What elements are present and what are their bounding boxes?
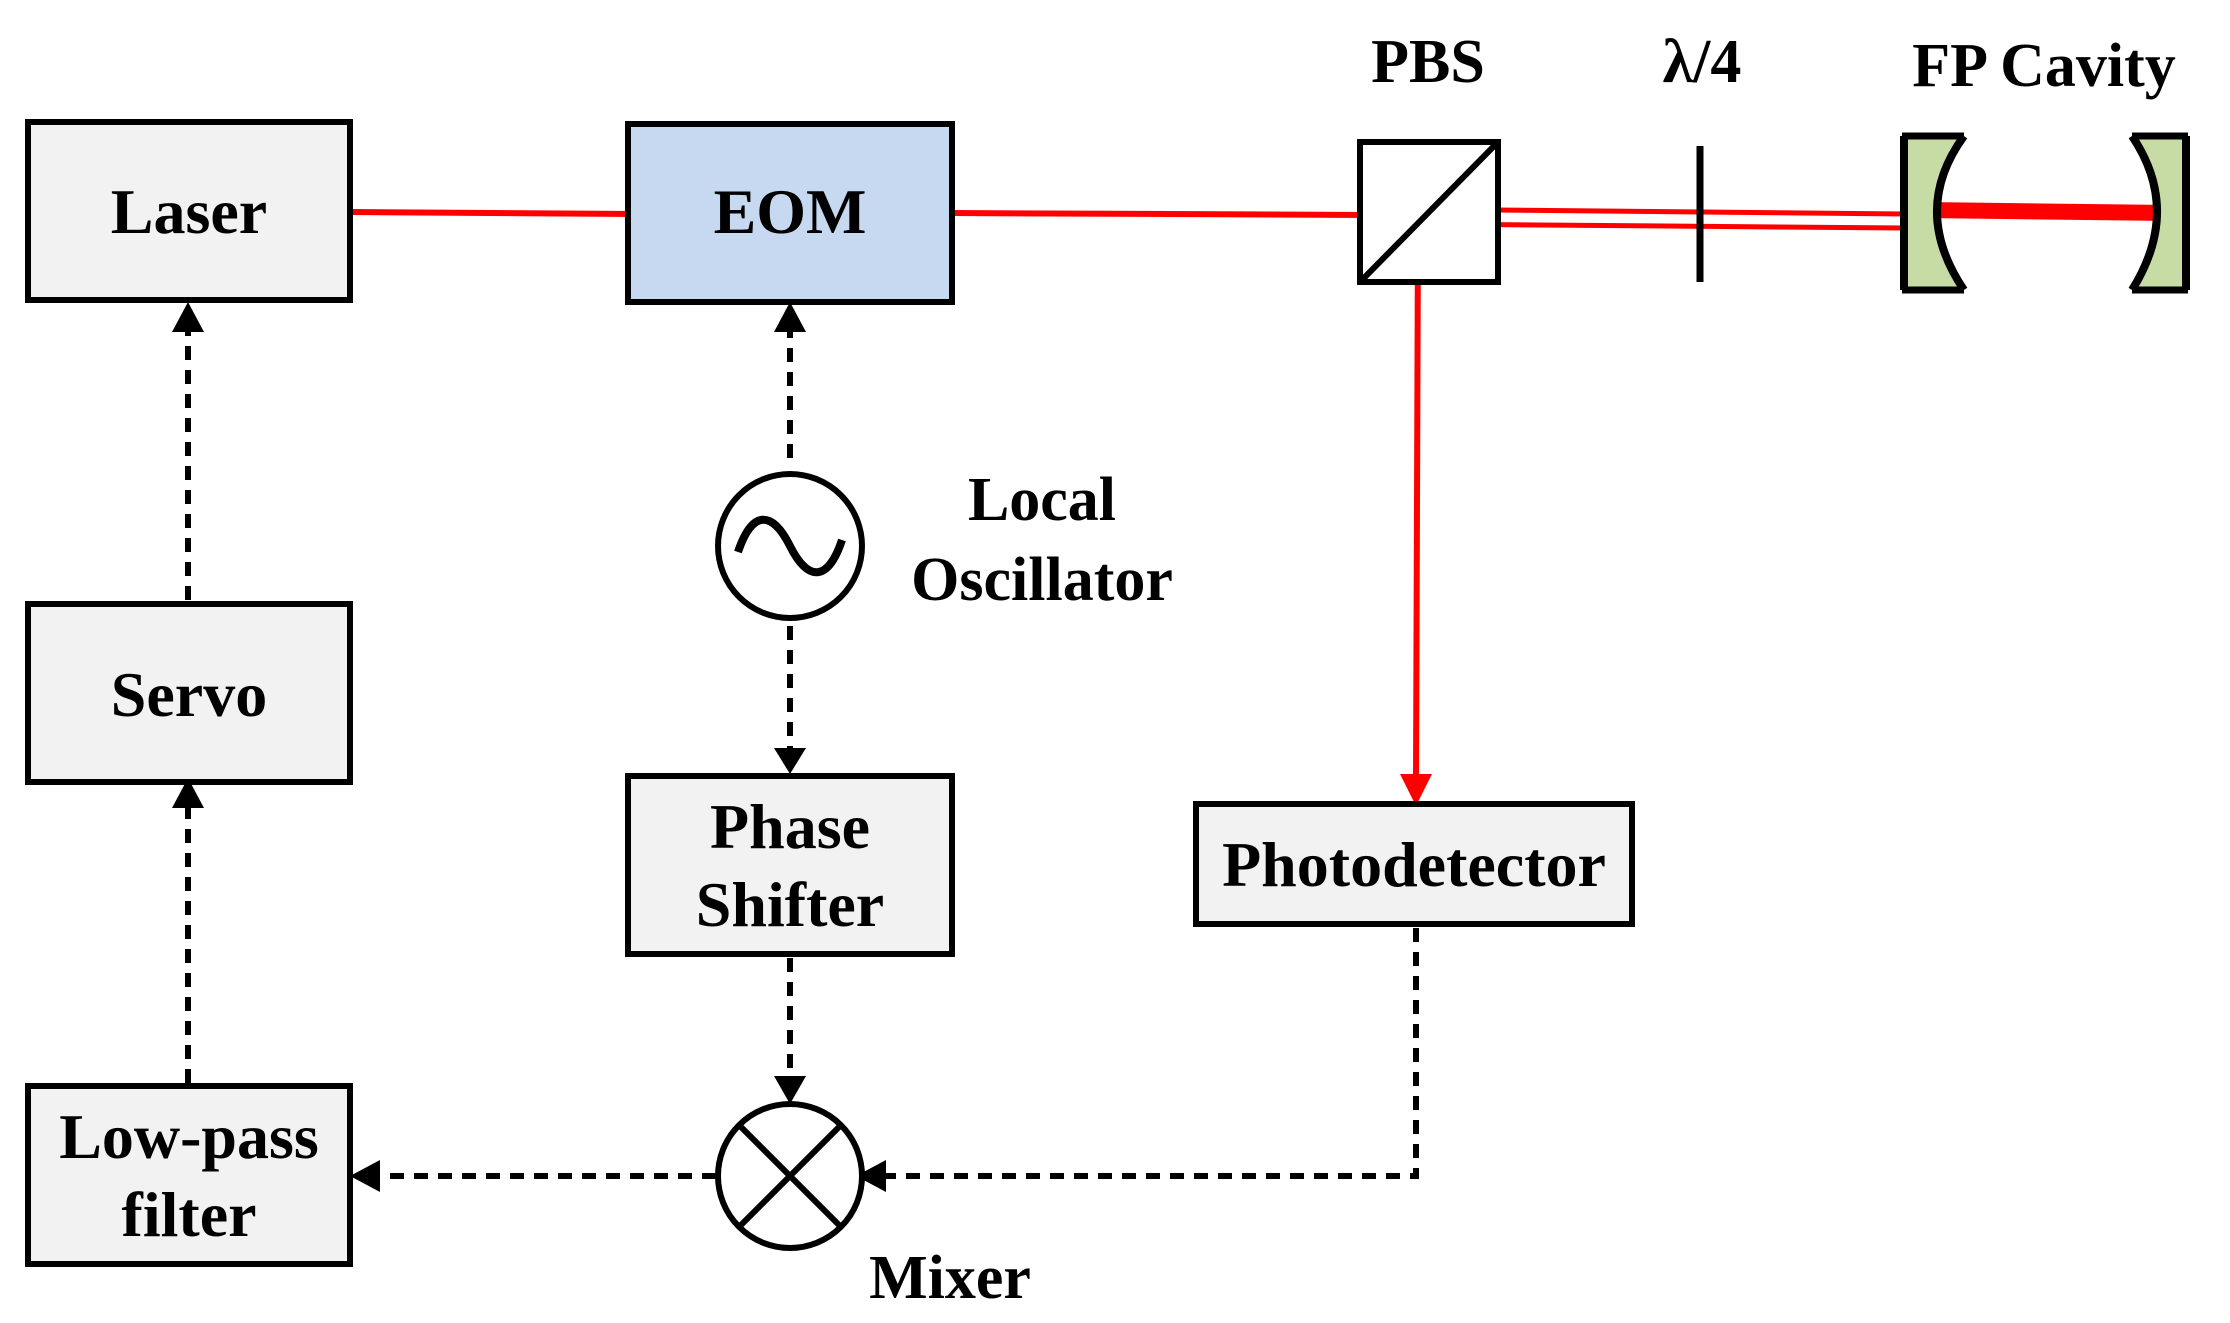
sine-wave-icon: [715, 471, 865, 621]
local-oscillator-label-line2: Oscillator: [911, 546, 1173, 614]
laser-label: Laser: [111, 176, 267, 247]
arrowhead-to-laser: [172, 302, 204, 332]
arrowhead-to-mixer-right: [856, 1160, 886, 1192]
eom-label: EOM: [714, 176, 867, 247]
phase-shifter-label-line1: Phase: [710, 791, 870, 862]
beam-inside-cavity: [1924, 202, 2169, 221]
low-pass-filter-label-line1: Low-pass: [59, 1101, 319, 1172]
eom-block: EOM: [625, 121, 955, 305]
low-pass-filter-label-line2: filter: [122, 1179, 257, 1250]
signal-photodetector-to-mixer: [882, 928, 1419, 1179]
servo-block: Servo: [25, 601, 353, 785]
signal-paths: [185, 322, 1419, 1179]
multiplier-cross-icon: [715, 1101, 865, 1251]
phase-shifter-block: Phase Shifter: [625, 773, 955, 957]
photodetector-block: Photodetector: [1193, 801, 1635, 927]
pbs-label: PBS: [1371, 28, 1485, 96]
beam-eom-to-pbs: [949, 210, 1369, 218]
low-pass-filter-block: Low-pass filter: [25, 1083, 353, 1267]
fp-cavity: [1900, 132, 2190, 294]
laser-block: Laser: [25, 119, 353, 303]
arrowhead-to-servo: [172, 778, 204, 808]
arrowhead-to-filter: [350, 1160, 380, 1192]
beam-arrowhead: [1400, 774, 1432, 806]
photodetector-label: Photodetector: [1222, 829, 1606, 900]
arrowhead-to-mixer-top: [774, 1076, 806, 1104]
quarter-wave-label: λ/4: [1663, 28, 1742, 96]
optical-beam-path: [351, 202, 2169, 806]
servo-label: Servo: [111, 659, 267, 730]
arrowhead-to-phase-shifter: [774, 748, 806, 774]
fp-cavity-label: FP Cavity: [1912, 32, 2175, 100]
cavity-mirror-right: [2128, 132, 2190, 294]
beam-pbs-to-photodetector: [1413, 223, 1421, 779]
phase-shifter-label-line2: Shifter: [696, 869, 884, 940]
cavity-mirror-left: [1900, 132, 1968, 294]
pbs-diagonal: [1357, 139, 1501, 285]
local-oscillator-label-line1: Local: [968, 466, 1116, 534]
pbs-cube: [1357, 139, 1501, 285]
signal-arrowheads: [172, 302, 886, 1192]
arrowhead-to-eom: [774, 302, 806, 332]
mixer-label: Mixer: [869, 1244, 1031, 1312]
beam-laser-to-eom: [351, 209, 635, 217]
